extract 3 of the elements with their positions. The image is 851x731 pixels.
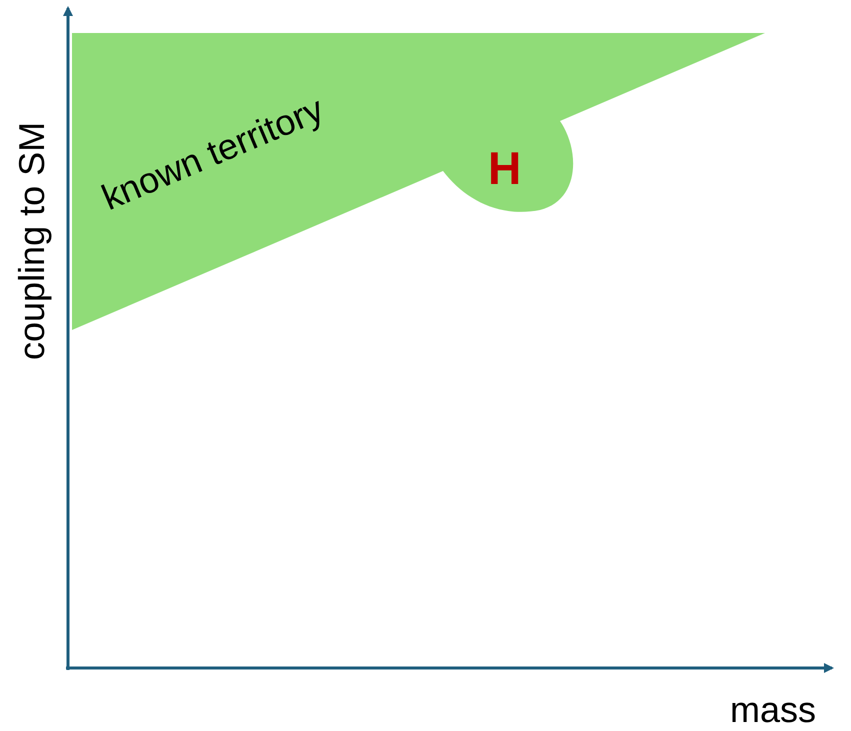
axis-title: mass [730,692,816,728]
axis-title: coupling to SM [14,122,50,360]
particle-symbol: H [488,145,522,191]
